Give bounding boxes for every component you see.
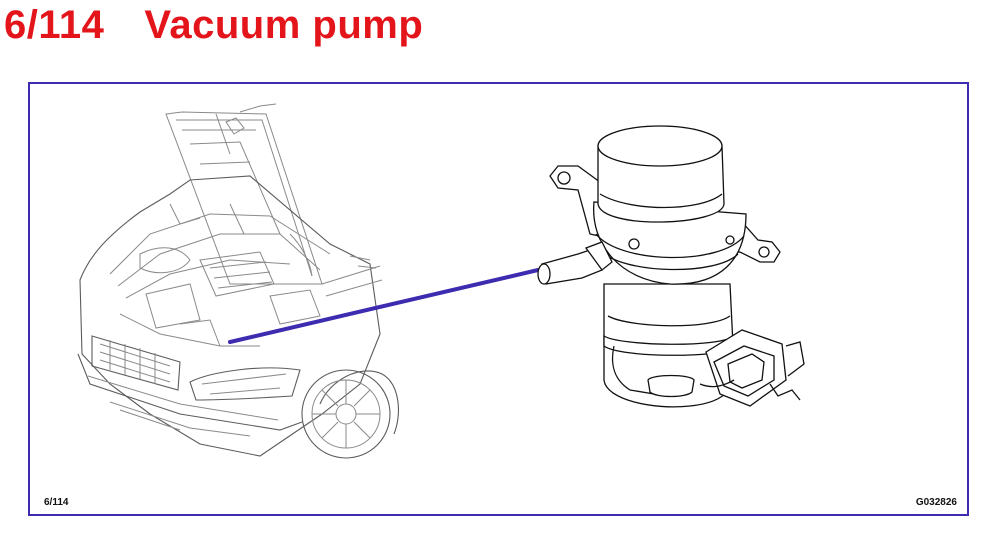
car-bonnet: [165, 111, 323, 285]
figure-caption-right: G032826: [915, 497, 957, 508]
figure-caption-left: 6/114: [44, 497, 69, 508]
pointer-line: [228, 268, 540, 344]
car-wheel: [301, 369, 391, 459]
car-bumper: [77, 353, 303, 431]
pump-flange: [593, 201, 747, 285]
vacuum-pump-illustration: [537, 125, 805, 408]
car-grille: [91, 335, 181, 391]
page-number: 6/114: [4, 3, 105, 47]
car-headlight: [189, 367, 301, 401]
page-heading: Vacuum pump: [144, 3, 424, 47]
page-title: 6/114 Vacuum pump: [4, 0, 423, 50]
figure-illustration: [77, 103, 805, 459]
car-body: [79, 175, 381, 457]
figure-frame: 6/114 G032826: [28, 82, 969, 516]
car-illustration: [77, 103, 399, 459]
